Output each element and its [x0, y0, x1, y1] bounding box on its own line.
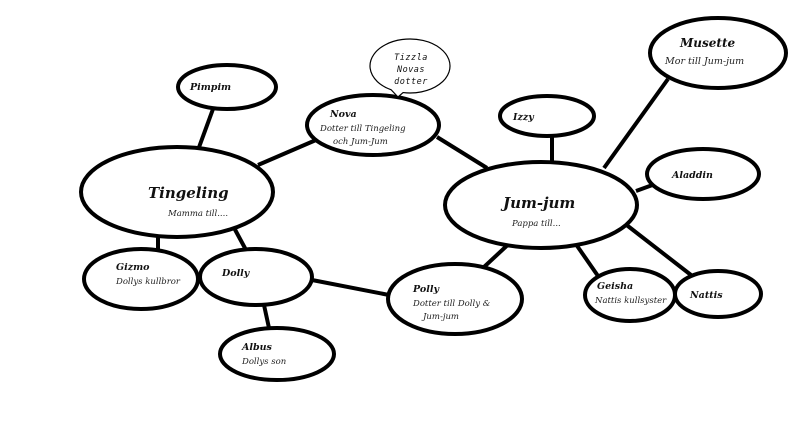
- node-pimpim: Pimpim: [176, 63, 278, 111]
- node-subtitle-polly: Jum-jum: [421, 312, 459, 322]
- edge-tingeling-pimpim: [196, 108, 215, 151]
- node-ellipse-nova: [305, 93, 441, 157]
- node-ellipse-albus: [218, 326, 336, 382]
- node-ellipse-dolly: [198, 247, 314, 307]
- node-title-polly: Polly: [412, 284, 440, 295]
- node-title-albus: Albus: [241, 342, 273, 353]
- speech-bubble-line: dotter: [394, 77, 428, 87]
- node-title-geisha: Geisha: [597, 281, 633, 292]
- node-aladdin: Aladdin: [645, 147, 761, 201]
- edge-tingeling-nova: [257, 138, 317, 167]
- node-ellipse-geisha: [583, 267, 677, 323]
- node-ellipse-aladdin: [645, 147, 761, 201]
- node-subtitle-nova: Dotter till Tingeling: [319, 124, 406, 134]
- edge-jumjum-nattis: [622, 221, 693, 277]
- node-title-tingeling: Tingeling: [148, 184, 229, 202]
- node-title-dolly: Dolly: [221, 268, 251, 279]
- node-ellipse-pimpim: [176, 63, 278, 111]
- edge-jumjum-musette: [602, 77, 670, 170]
- node-ellipse-nattis: [673, 269, 763, 319]
- node-nattis: Nattis: [673, 269, 763, 319]
- node-izzy: Izzy: [498, 94, 596, 138]
- node-title-aladdin: Aladdin: [671, 170, 713, 181]
- speech-bubble-line: Tizzla: [394, 53, 428, 63]
- node-subtitle-gizmo: Dollys kullbror: [115, 277, 181, 287]
- node-ellipse-tingeling: [79, 145, 275, 239]
- node-title-jumjum: Jum-jum: [500, 194, 575, 212]
- edges-layer: [156, 77, 693, 329]
- node-title-musette: Musette: [679, 36, 735, 50]
- node-title-nattis: Nattis: [689, 290, 723, 301]
- speech-bubble-shape: [369, 38, 451, 98]
- node-subtitle-albus: Dollys son: [241, 357, 286, 367]
- node-title-nova: Nova: [329, 109, 357, 120]
- node-subtitle-nova: och Jum-Jum: [333, 137, 388, 147]
- node-ellipse-izzy: [498, 94, 596, 138]
- node-title-pimpim: Pimpim: [189, 82, 231, 93]
- edge-dolly-polly: [311, 278, 390, 297]
- node-ellipse-polly: [386, 262, 524, 336]
- node-ellipse-gizmo: [82, 247, 200, 311]
- node-subtitle-musette: Mor till Jum-jum: [664, 56, 744, 67]
- node-subtitle-geisha: Nattis kullsyster: [594, 296, 667, 306]
- node-ellipse-jumjum: [443, 160, 639, 250]
- node-title-izzy: Izzy: [512, 112, 535, 123]
- node-subtitle-jumjum: Pappa till...: [511, 219, 561, 229]
- speech-bubble-line: Novas: [396, 65, 425, 75]
- edge-nova-jumjum: [435, 135, 489, 170]
- node-dolly: Dolly: [198, 247, 314, 307]
- node-ellipse-musette: [648, 16, 788, 90]
- node-title-gizmo: Gizmo: [116, 262, 150, 273]
- node-subtitle-polly: Dotter till Dolly &: [412, 299, 491, 309]
- edge-dolly-albus: [262, 304, 271, 329]
- node-subtitle-tingeling: Mamma till....: [167, 209, 228, 219]
